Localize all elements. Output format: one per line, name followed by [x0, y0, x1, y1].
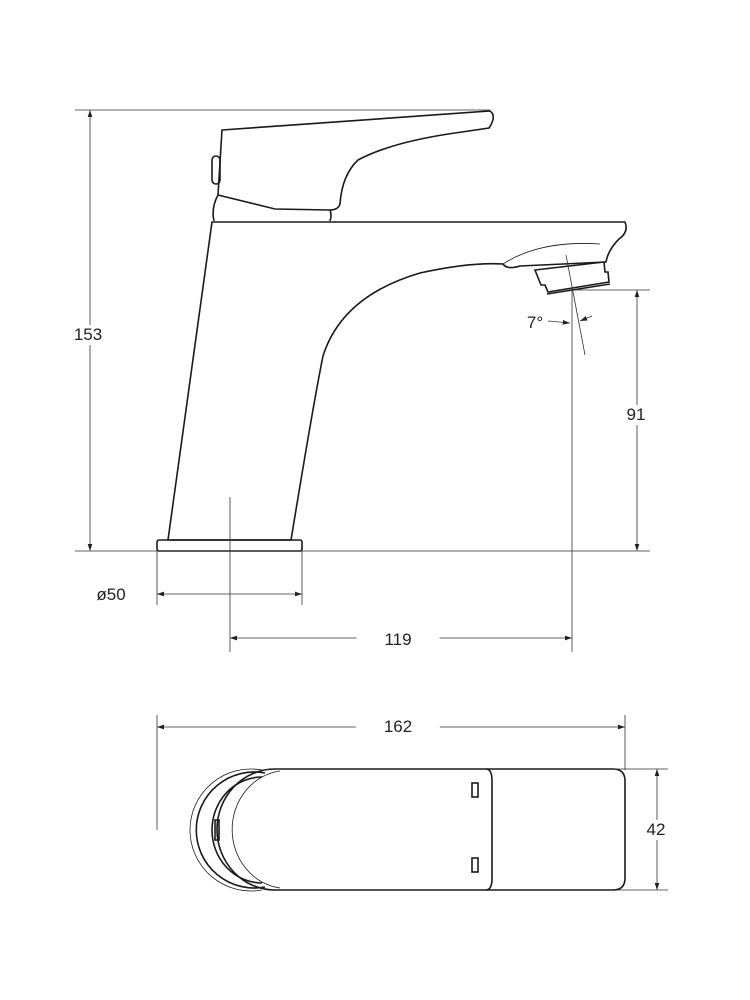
lever-mark-bottom	[471, 857, 479, 873]
handle-cap	[216, 768, 626, 891]
height-label: 153	[69, 325, 107, 345]
handle-lever	[217, 110, 495, 211]
width-label: 42	[642, 820, 670, 840]
lever-divider	[485, 768, 493, 891]
plan-view	[189, 768, 626, 892]
base-diameter-label: ø50	[92, 585, 130, 605]
base-ring	[195, 771, 266, 889]
spout-height-label: 91	[622, 405, 650, 425]
aerator-thread	[546, 283, 611, 295]
aerator	[533, 261, 610, 293]
indicator-mark	[214, 819, 220, 841]
dimension-lines	[75, 109, 668, 891]
faucet-body	[167, 221, 627, 541]
spout-contour	[502, 243, 601, 265]
reach-label: 119	[356, 630, 440, 650]
collar	[212, 194, 332, 222]
handle-knob	[211, 155, 221, 185]
side-view	[156, 110, 627, 552]
spout-angle-label: 7°	[526, 313, 544, 332]
lever-mark-top	[471, 782, 479, 798]
length-label: 162	[355, 717, 441, 737]
base-plate	[156, 539, 303, 552]
